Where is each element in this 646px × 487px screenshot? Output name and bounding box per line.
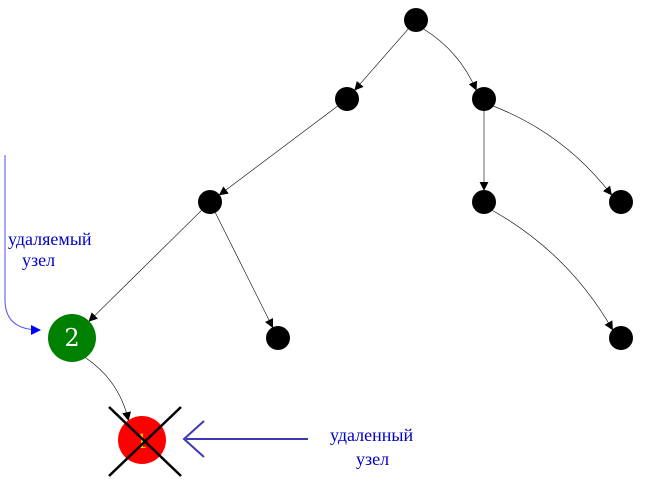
deleting-annotation-line1: удаляемый [8, 229, 92, 249]
edge-n-right-left-to-n-right-left-right [492, 210, 613, 331]
edge-n-left-to-n-left-left [218, 105, 338, 196]
edge-deleting-node-to-deleted-node [85, 357, 131, 422]
tree-edges [85, 28, 613, 422]
deleting-node-pointer-arrow [4, 155, 41, 335]
deleting-annotation-line2: узел [22, 250, 55, 270]
node-n-right-right [609, 190, 633, 214]
node-label-deleting-node: 2 [64, 324, 79, 352]
node-root [404, 8, 428, 32]
edge-n-left-left-to-n-left-left-right [215, 212, 274, 329]
node-n-right [472, 87, 496, 111]
deleted-annotation-line1: удаленный [330, 425, 414, 445]
edge-root-to-n-right [423, 28, 478, 91]
tree-nodes: 21 [48, 8, 633, 464]
deleted-annotation-line2: узел [356, 449, 389, 469]
edge-root-to-n-left [354, 28, 409, 91]
deleted-node-pointer-arrow [182, 420, 308, 458]
node-n-right-left-right [609, 326, 633, 350]
node-n-left-left-right [266, 326, 290, 350]
node-n-left [335, 87, 359, 111]
node-deleting-node [48, 314, 96, 362]
node-n-left-left [198, 190, 222, 214]
node-n-right-left [472, 190, 496, 214]
edge-n-right-to-n-right-right [493, 105, 612, 196]
cross-mark-icon [108, 406, 182, 477]
edge-n-left-left-to-deleting-node [88, 210, 202, 322]
